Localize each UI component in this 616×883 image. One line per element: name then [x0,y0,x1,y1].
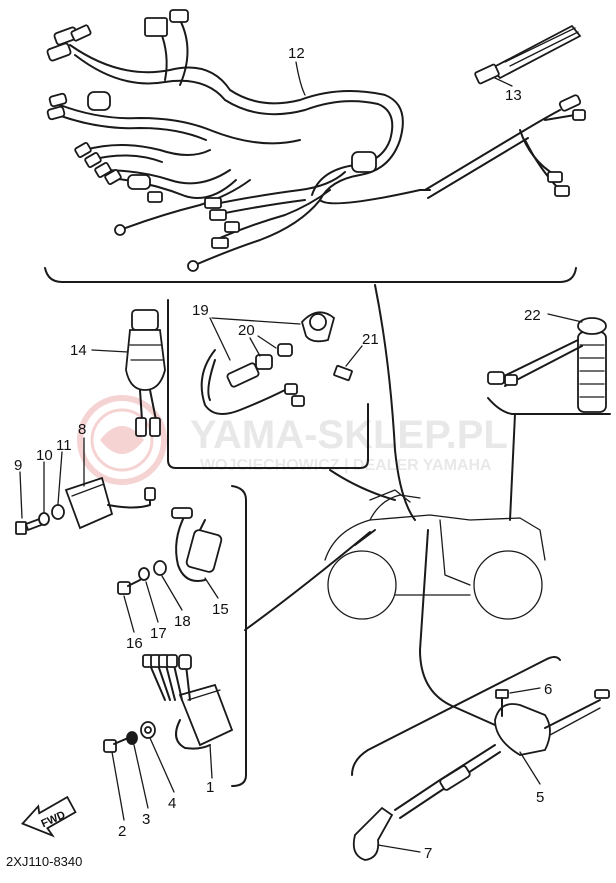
callout-7: 7 [424,845,432,862]
watermark-subline: WOJCIECHOWICZ | DEALER YAMAHA [200,457,492,474]
callout-17: 17 [150,625,167,642]
cdi-unit-8 [64,476,156,530]
callout-11: 11 [56,437,72,454]
sub-harness [424,94,586,199]
washer-3 [126,731,138,745]
collar-18 [153,560,167,576]
main-switch-14 [125,309,166,437]
collar-4 [140,721,156,739]
ignition-group-bracket [231,485,247,787]
callout-21: 21 [362,331,379,348]
watermark-brand: YAMA-SKLEP.PL [190,413,508,457]
clip-21 [333,364,353,382]
drawing-code: 2XJ110-8340 [6,854,82,869]
callout-14: 14 [70,342,87,359]
callout-20: 20 [238,322,255,339]
callout-12: 12 [288,45,305,62]
bolt-16 [117,579,141,595]
callout-1: 1 [206,779,214,796]
forward-direction-arrow: FWD [20,795,77,838]
callout-5: 5 [536,789,544,806]
starter-cable-7 [352,744,501,861]
cable-band-13 [474,24,582,85]
leader-lines [244,284,516,726]
callout-4: 4 [168,795,176,812]
washer-17 [138,567,150,581]
collar-11 [51,504,65,520]
collar-20 [255,343,293,370]
ignition-coil-15 [171,507,223,582]
callouts: 12 13 14 19 20 21 22 8 9 10 11 15 16 17 … [14,45,583,862]
callout-9: 9 [14,457,22,474]
callout-15: 15 [212,601,229,618]
callout-2: 2 [118,823,126,840]
atv-outline [324,489,546,620]
wire-harness-12 [46,9,431,272]
callout-3: 3 [142,811,150,828]
callout-18: 18 [174,613,191,630]
callout-22: 22 [524,307,541,324]
choke-assembly-5 [494,689,610,756]
callout-19: 19 [192,302,209,319]
screw-6 [495,689,509,717]
temperature-sensor-22 [487,317,607,413]
watermark: YAMA-SKLEP.PL WOJCIECHOWICZ | DEALER YAM… [77,395,508,485]
cdi-unit-1 [142,654,234,750]
sensor-group-bracket-right [487,397,611,415]
callout-10: 10 [36,447,53,464]
sensor-19 [200,311,336,415]
callout-8: 8 [78,421,86,438]
washer-10 [38,512,50,526]
callout-13: 13 [505,87,522,104]
bolt-2 [103,737,129,753]
starter-group-bracket [351,656,561,776]
sensor-group-bracket [167,299,369,469]
callout-6: 6 [544,681,552,698]
callout-16: 16 [126,635,143,652]
harness-group-bracket [44,267,577,283]
